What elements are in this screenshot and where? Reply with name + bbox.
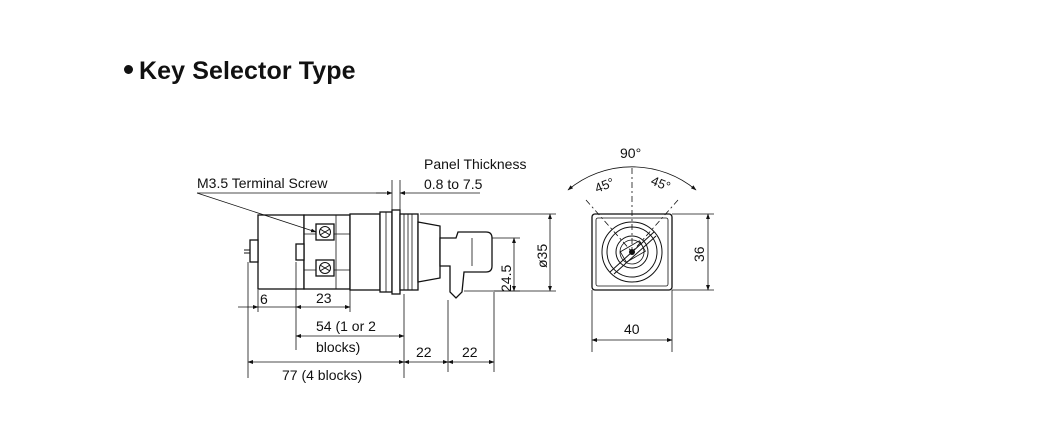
terminal-screw-upper — [315, 223, 335, 241]
bullet-icon — [124, 64, 133, 74]
key-cylinder — [615, 235, 649, 269]
mounting-adaptor — [349, 213, 381, 291]
dim-54-line1: 54 (1 or 2 — [316, 318, 376, 334]
rotation-angle-callout: 90° 45° 45° — [567, 145, 697, 253]
front-outer-ring — [601, 221, 663, 283]
dim-22a: 22 — [416, 344, 432, 360]
side-view — [244, 209, 493, 299]
lock-ring — [399, 213, 419, 291]
key — [439, 231, 493, 299]
dim-40: 40 — [624, 321, 640, 337]
dim-6: 6 — [260, 291, 268, 307]
terminal-screw-callout: M3.5 Terminal Screw — [196, 175, 386, 233]
terminal-block — [303, 214, 351, 290]
dim-22b: 22 — [462, 344, 478, 360]
rear-pin — [249, 239, 259, 263]
dim-77: 77 (4 blocks) — [282, 367, 362, 383]
front-dims: 36 40 — [591, 213, 714, 352]
bezel — [417, 221, 441, 283]
terminal-screw-lower — [315, 259, 335, 277]
title-text: Key Selector Type — [139, 57, 356, 85]
height-dims: 24.5 ø35 — [420, 213, 556, 292]
front-view — [591, 213, 673, 291]
dim-54-line2: blocks) — [316, 339, 360, 355]
panel-thickness-range: 0.8 to 7.5 — [424, 176, 483, 192]
diagram-title: Key Selector Type — [124, 57, 356, 86]
dim-dia35: ø35 — [534, 244, 550, 268]
angle-90: 90° — [620, 145, 641, 161]
panel-thickness-callout: Panel Thickness 0.8 to 7.5 — [376, 156, 526, 210]
terminal-screw-label: M3.5 Terminal Screw — [197, 175, 328, 191]
length-dims: 6 23 54 (1 or 2 blocks) 22 22 77 (4 bloc… — [238, 262, 495, 383]
dim-23: 23 — [316, 290, 332, 306]
angle-45-right: 45° — [649, 173, 673, 194]
dim-24-5: 24.5 — [498, 265, 514, 292]
dim-36: 36 — [691, 246, 707, 262]
panel-nut — [391, 209, 401, 295]
angle-45-left: 45° — [593, 175, 617, 196]
panel-thickness-label: Panel Thickness — [424, 156, 526, 172]
